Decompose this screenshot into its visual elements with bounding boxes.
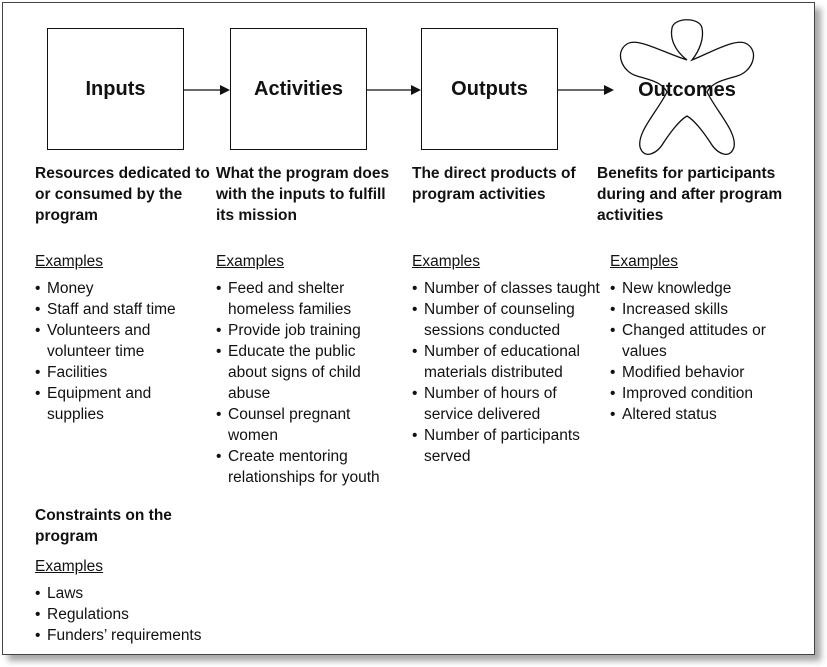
constraints-examples-heading: Examples xyxy=(35,558,104,575)
list-item: Equipment and supplies xyxy=(35,383,205,425)
outputs-title: Outputs xyxy=(451,77,528,100)
list-item: Educate the public about signs of child … xyxy=(216,341,396,404)
inputs-box: Inputs xyxy=(47,28,184,150)
activities-title: Activities xyxy=(254,77,343,100)
list-item: Altered status xyxy=(610,404,800,425)
list-item: Number of educational materials distribu… xyxy=(412,341,600,383)
inputs-examples-heading: Examples xyxy=(35,253,104,270)
list-item: Money xyxy=(35,278,205,299)
arrow-right-icon xyxy=(367,85,421,95)
list-item: Funders’ requirements xyxy=(35,625,235,646)
activities-box: Activities xyxy=(230,28,367,150)
list-item: Counsel pregnant women xyxy=(216,404,396,446)
list-item: Changed attitudes or values xyxy=(610,320,800,362)
list-item: New knowledge xyxy=(610,278,800,299)
list-item: Regulations xyxy=(35,604,235,625)
constraints-examples-list: Laws Regulations Funders’ requirements xyxy=(35,583,235,646)
activities-examples-heading: Examples xyxy=(216,253,285,270)
activities-examples-list: Feed and shelter homeless families Provi… xyxy=(216,278,396,488)
inputs-description: Resources dedicated to or consumed by th… xyxy=(35,165,210,224)
list-item: Laws xyxy=(35,583,235,604)
outputs-examples-heading: Examples xyxy=(412,253,481,270)
activities-description: What the program does with the inputs to… xyxy=(216,165,390,224)
outcomes-description: Benefits for participants during and aft… xyxy=(597,165,783,224)
outputs-examples-list: Number of classes taught Number of couns… xyxy=(412,278,600,467)
arrow-right-icon xyxy=(184,85,230,95)
arrow-right-icon xyxy=(558,85,614,95)
outputs-description: The direct products of program activitie… xyxy=(412,165,576,203)
list-item: Provide job training xyxy=(216,320,396,341)
list-item: Create mentoring relationships for youth xyxy=(216,446,396,488)
list-item: Increased skills xyxy=(610,299,800,320)
list-item: Feed and shelter homeless families xyxy=(216,278,396,320)
constraints-title: Constraints on the program xyxy=(35,507,172,545)
list-item: Number of hours of service delivered xyxy=(412,383,600,425)
list-item: Modified behavior xyxy=(610,362,800,383)
inputs-examples-list: Money Staff and staff time Volunteers an… xyxy=(35,278,205,425)
list-item: Facilities xyxy=(35,362,205,383)
inputs-title: Inputs xyxy=(85,77,146,100)
outputs-box: Outputs xyxy=(421,28,558,150)
list-item: Improved condition xyxy=(610,383,800,404)
list-item: Number of participants served xyxy=(412,425,600,467)
outcomes-examples-heading: Examples xyxy=(610,253,679,270)
list-item: Number of counseling sessions conducted xyxy=(412,299,600,341)
outcomes-title: Outcomes xyxy=(638,79,736,101)
outcomes-figure-icon xyxy=(619,19,755,155)
list-item: Staff and staff time xyxy=(35,299,205,320)
outcomes-examples-list: New knowledge Increased skills Changed a… xyxy=(610,278,800,425)
list-item: Number of classes taught xyxy=(412,278,600,299)
list-item: Volunteers and volunteer time xyxy=(35,320,205,362)
